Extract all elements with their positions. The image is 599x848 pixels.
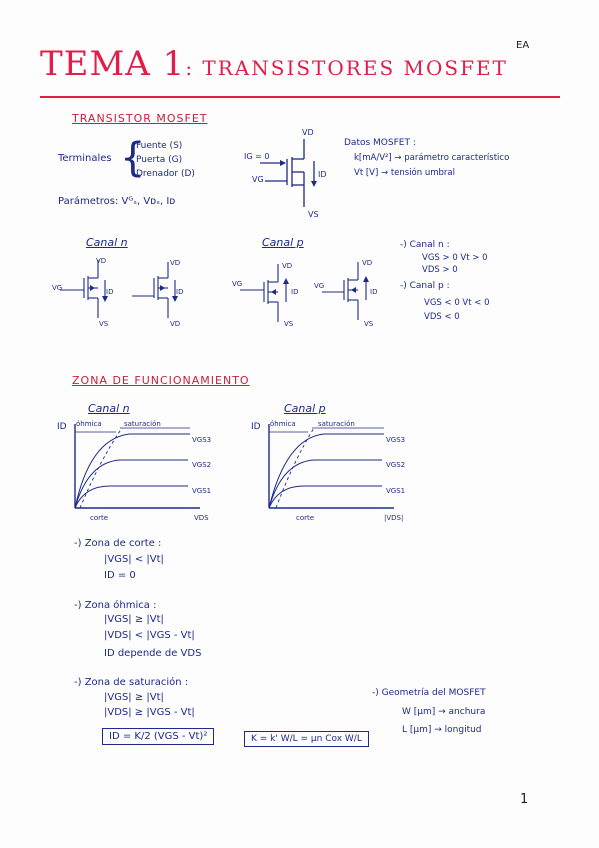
canal-p-heading: Canal p: [262, 236, 304, 249]
n1-id: ID: [106, 288, 114, 296]
zona-ohmica-title: -) Zona óhmica :: [74, 600, 157, 611]
graph-n-corte: corte: [90, 514, 109, 522]
terminal-item: Puerta (G): [136, 155, 183, 165]
graph-p-vgs1: VGS1: [386, 487, 406, 495]
graph-p-saturacion: saturación: [318, 420, 355, 428]
p1-id: ID: [291, 288, 299, 296]
notes-p-title: -) Canal p :: [400, 281, 450, 291]
graph-n: [74, 424, 200, 509]
title-underline: [40, 96, 560, 98]
zona-corte-item: |VGS| < |Vt|: [104, 554, 164, 565]
section-heading-transistor: TRANSISTOR MOSFET: [72, 112, 208, 125]
n2-vd-bottom: VD: [170, 320, 181, 328]
notes-p-item: VDS < 0: [424, 312, 460, 322]
terminal-item: Drenador (D): [136, 169, 195, 179]
brace: {: [120, 135, 146, 181]
terminal-item: Fuente (S): [136, 141, 183, 151]
n1-vg: VG: [52, 284, 63, 292]
notes-n-item: VDS > 0: [422, 265, 458, 275]
zona-ohmica-item: ID depende de VDS: [104, 648, 202, 659]
graph-n-ohmica: óhmica: [76, 420, 102, 428]
zona-corte-item: ID = 0: [104, 570, 136, 581]
n1-vd: VD: [96, 257, 107, 265]
sym-id: ID: [318, 170, 327, 179]
mosfet-symbol: [260, 139, 317, 207]
page-title: TEMA 1: TRANSISTORES MOSFET: [40, 44, 508, 84]
graph-p-title: Canal p: [284, 402, 326, 415]
page-number: 1: [520, 792, 529, 807]
terminales-label: Terminales: [58, 153, 112, 164]
n2-id: ID: [176, 288, 184, 296]
zona-sat-item: |VGS| ≥ |Vt|: [104, 692, 164, 703]
section-heading-zona: ZONA DE FUNCIONAMIENTO: [72, 374, 250, 387]
geometria-item: L [μm] → longitud: [402, 725, 482, 735]
zona-sat-item: |VDS| ≥ |VGS - Vt|: [104, 707, 195, 718]
graph-n-ylabel: ID: [57, 422, 67, 432]
zona-ohmica-item: |VGS| ≥ |Vt|: [104, 614, 164, 625]
graph-p-vgs3: VGS3: [386, 436, 406, 444]
graph-p-ohmica: óhmica: [270, 420, 296, 428]
graph-p-corte: corte: [296, 514, 315, 522]
datos-item: k[mA/V²] → parámetro característico: [354, 153, 510, 163]
notes-n-title: -) Canal n :: [400, 240, 450, 250]
datos-title: Datos MOSFET :: [344, 138, 416, 148]
n1-vs: VS: [99, 320, 109, 328]
graph-n-title: Canal n: [88, 402, 130, 415]
geometria-title: -) Geometría del MOSFET: [372, 688, 486, 698]
sym-vg: VG: [252, 175, 264, 184]
p1-vd: VD: [282, 262, 293, 270]
canal-n-heading: Canal n: [86, 236, 128, 249]
graph-n-saturacion: saturación: [124, 420, 161, 428]
graph-p: [268, 424, 394, 509]
sym-ig: IG = 0: [244, 152, 270, 161]
graph-n-xlabel: VDS: [194, 514, 209, 522]
p1-vs: VS: [284, 320, 294, 328]
channel-symbols: [60, 260, 369, 322]
notes-n-item: VGS > 0 Vt > 0: [422, 253, 488, 263]
graph-p-vgs2: VGS2: [386, 461, 406, 469]
p2-vd: VD: [362, 259, 373, 267]
datos-item: Vt [V] → tensión umbral: [354, 168, 455, 178]
formula-id-box: ID = K/2 (VGS - Vt)²: [102, 728, 215, 745]
graph-p-xlabel: |VDS|: [384, 514, 404, 522]
p2-vs: VS: [364, 320, 374, 328]
zona-sat-title: -) Zona de saturación :: [74, 677, 189, 688]
p2-id: ID: [370, 288, 378, 296]
parametros-line: Parámetros: Vᴳₛ, Vᴅₛ, Iᴅ: [58, 196, 176, 207]
author-initials: EA: [516, 40, 530, 51]
graph-n-vgs3: VGS3: [192, 436, 212, 444]
graph-n-vgs2: VGS2: [192, 461, 212, 469]
sym-vs: VS: [308, 210, 319, 219]
graph-n-vgs1: VGS1: [192, 487, 212, 495]
graph-p-ylabel: ID: [251, 422, 261, 432]
sym-vd: VD: [302, 128, 314, 137]
notes-p-item: VGS < 0 Vt < 0: [424, 298, 490, 308]
zona-corte-title: -) Zona de corte :: [74, 538, 162, 549]
formula-k-box: K = k' W/L = μn Cox W/L: [244, 731, 369, 747]
p2-vg: VG: [314, 282, 325, 290]
n2-vd: VD: [170, 259, 181, 267]
geometria-item: W [μm] → anchura: [402, 707, 486, 717]
zona-ohmica-item: |VDS| < |VGS - Vt|: [104, 630, 195, 641]
p1-vg: VG: [232, 280, 243, 288]
